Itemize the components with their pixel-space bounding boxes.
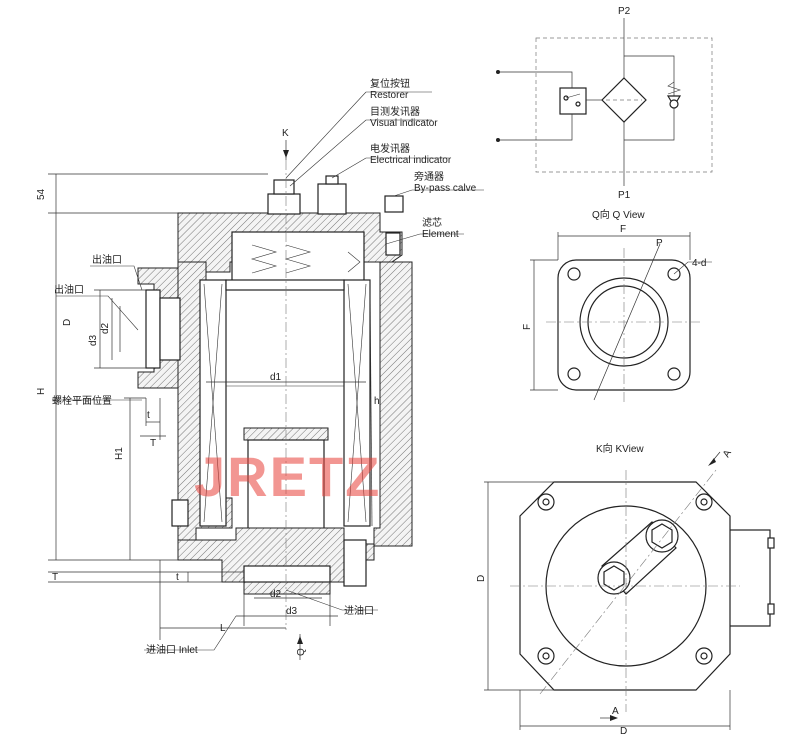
dim-Q: Q — [296, 648, 307, 656]
label-restorer-en: Restorer — [370, 90, 409, 101]
dim-t-side: t — [147, 410, 150, 421]
q-view-title: Q向 Q View — [592, 208, 645, 221]
dim-d2-bottom: d2 — [270, 589, 282, 600]
label-bolt-plane: 螺栓平面位置 — [52, 394, 112, 407]
label-electrical-cn: 电发讯器 — [370, 142, 410, 155]
label-element-cn: 滤芯 — [422, 216, 442, 229]
label-electrical-en: Electrical indicator — [370, 155, 452, 166]
k-dim-A-top: A — [721, 448, 734, 460]
k-dim-A-bottom: A — [612, 706, 619, 717]
dim-L: L — [220, 623, 226, 634]
q-dim-F-top: F — [620, 224, 626, 235]
q-holes: 4-d — [692, 258, 706, 269]
label-visual-en: Visual indicator — [370, 118, 438, 129]
label-bypass-en: By-pass calve — [414, 183, 477, 194]
watermark: JRETZ — [194, 445, 381, 508]
k-dim-D-bottom: D — [620, 726, 627, 737]
q-view: Q向 Q View F F P 4-d — [522, 208, 712, 402]
dim-D-side: D — [62, 319, 73, 326]
dim-t-bottom: t — [176, 572, 179, 583]
dim-d3-side: d3 — [88, 334, 99, 346]
port-p2: P2 — [618, 6, 631, 17]
label-inlet: 进油口 Inlet — [146, 643, 198, 656]
dim-d2-side: d2 — [100, 322, 111, 334]
k-view: K向 KView A — [476, 442, 775, 737]
label-visual-cn: 目测发讯器 — [370, 105, 420, 118]
q-dim-P: P — [656, 238, 663, 249]
dim-d1: d1 — [270, 372, 282, 383]
q-dim-F-side: F — [522, 324, 533, 330]
label-inlet-bottom: 进油口 — [344, 604, 374, 617]
label-outlet-1: 出油口 — [92, 253, 122, 266]
dim-h: h — [374, 396, 380, 407]
dim-H: H — [36, 388, 47, 395]
label-element-en: Element — [422, 229, 459, 240]
dim-T-side: T — [150, 438, 156, 449]
port-p1: P1 — [618, 190, 631, 201]
label-outlet-2: 出油口 — [54, 283, 84, 296]
dim-54: 54 — [36, 188, 47, 200]
dim-H1: H1 — [114, 447, 125, 460]
k-view-title: K向 KView — [596, 442, 644, 455]
label-bypass-cn: 旁通器 — [414, 170, 444, 183]
k-dim-D-side: D — [476, 575, 487, 582]
hydraulic-schematic: P2 P1 — [496, 6, 713, 201]
dim-T-bottom: T — [52, 572, 58, 583]
section-view: JRETZ 复位按钮 Restorer 目测发讯器 Visual indicat… — [36, 77, 484, 660]
dim-d3-bottom: d3 — [286, 606, 298, 617]
dim-k: K — [282, 128, 289, 139]
label-restorer-cn: 复位按钮 — [370, 77, 410, 90]
